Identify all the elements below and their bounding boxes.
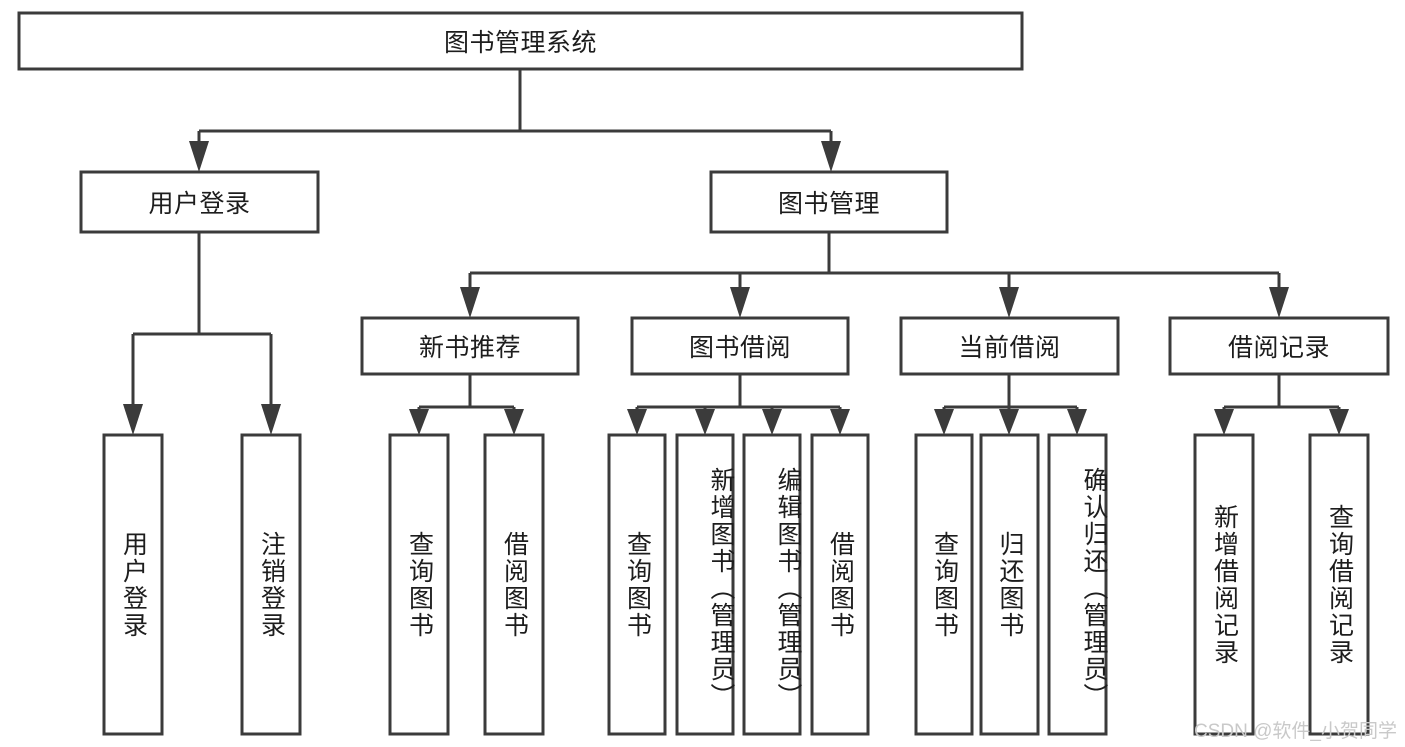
leaf-box-10[interactable] [1047,433,1108,736]
leaf-box-1[interactable] [240,433,302,736]
connector-books-to-level2 [460,232,1289,318]
connector-login-to-leaves [123,232,281,435]
leaf-box-9[interactable] [979,433,1040,736]
leaf-box-11[interactable] [1193,433,1255,736]
node-box-records[interactable] [1168,316,1390,376]
leaf-box-12[interactable] [1308,433,1370,736]
node-box-new-books[interactable] [360,316,580,376]
connector-records-to-leaves [1214,374,1349,435]
connector-borrow-to-leaves [627,374,850,435]
leaf-box-8[interactable] [914,433,974,736]
leaf-box-3[interactable] [483,433,545,736]
node-box-book-mgmt[interactable] [709,170,949,234]
node-box-user-login[interactable] [79,170,320,234]
connector-current-to-leaves [934,374,1087,435]
leaf-box-2[interactable] [388,433,450,736]
leaf-box-7[interactable] [810,433,870,736]
leaf-box-4[interactable] [607,433,667,736]
leaf-box-6[interactable] [742,433,802,736]
node-box-current[interactable] [899,316,1120,376]
node-box-root[interactable] [17,11,1024,71]
leaf-box-0[interactable] [102,433,164,736]
leaf-box-5[interactable] [675,433,735,736]
connector-root-to-level1 [189,69,841,172]
node-box-book-borrow[interactable] [630,316,850,376]
connector-newbooks-to-leaves [409,374,524,435]
